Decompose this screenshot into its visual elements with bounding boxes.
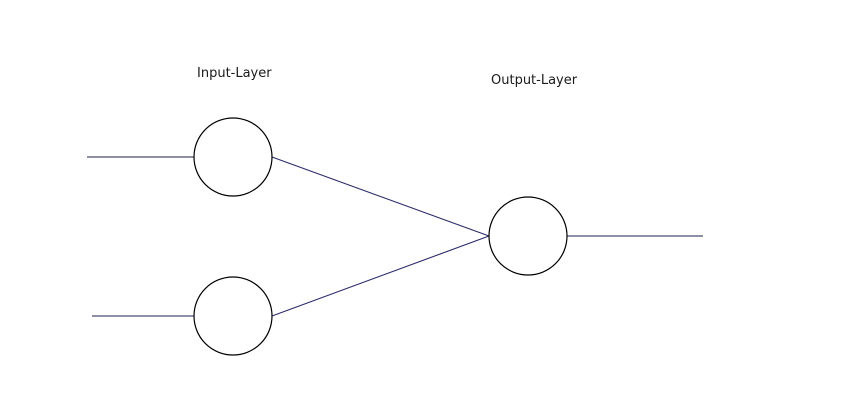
input-node-1 (193, 117, 273, 197)
input-layer-label: Input-Layer (197, 66, 272, 81)
output-node-1 (488, 196, 568, 276)
output-layer-label: Output-Layer (491, 73, 578, 88)
connection-input2-output1 (271, 235, 490, 317)
input-node-2 (193, 276, 273, 356)
connection-input1-output1 (271, 156, 490, 237)
